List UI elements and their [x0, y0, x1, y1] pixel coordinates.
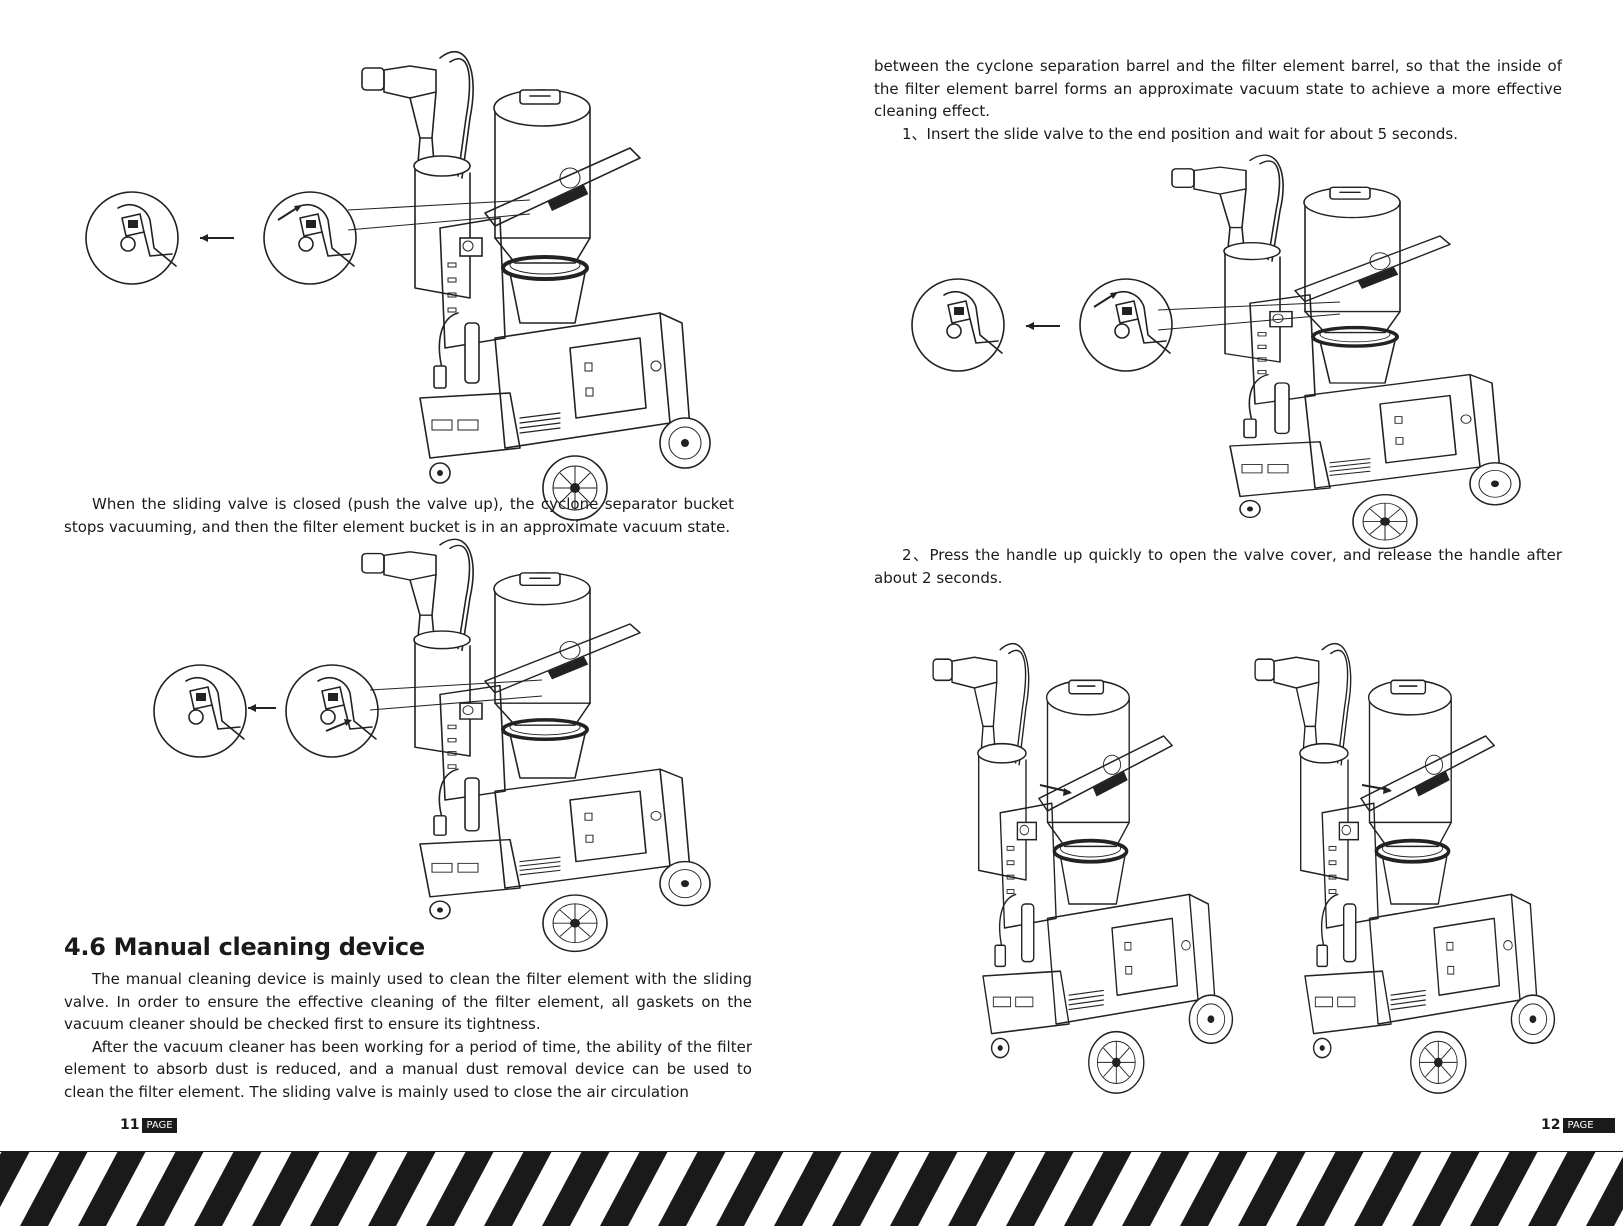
callout-lines [1157, 301, 1341, 331]
page-badge: PAGE [1563, 1117, 1615, 1133]
zoom-detail-circle [911, 278, 1005, 372]
zoom-detail-circle [1079, 278, 1173, 372]
vacuum-machine-illustration [1253, 641, 1557, 1096]
caption-valve-closed: When the sliding valve is closed (push t… [64, 495, 734, 536]
zoom-detail-circle [285, 664, 379, 758]
arrow-left-icon [200, 234, 234, 242]
vacuum-machine-illustration [931, 641, 1235, 1096]
section-heading: 4.6 Manual cleaning device [64, 933, 425, 961]
step-2-text: 2、Press the handle up quickly to open th… [874, 546, 1562, 587]
callout-lines [369, 679, 543, 711]
hazard-stripe-footer [0, 1151, 1623, 1226]
page-badge: PAGE [142, 1117, 177, 1133]
callout-lines [347, 199, 531, 231]
zoom-detail-circle [153, 664, 247, 758]
vacuum-machine-illustration [1170, 153, 1522, 551]
zoom-detail-circle [263, 191, 357, 285]
vacuum-machine-illustration [360, 537, 712, 954]
arrow-left-icon [1026, 322, 1060, 330]
page-number-right: 12 PAGE [1541, 1117, 1615, 1133]
zoom-detail-circle [85, 191, 179, 285]
intro-text-right: between the cyclone separation barrel an… [874, 57, 1562, 143]
vacuum-machine-illustration [360, 49, 712, 522]
page-number-left: 11 PAGE [120, 1117, 177, 1133]
body-text-left: The manual cleaning device is mainly use… [64, 970, 752, 1101]
arrow-left-icon [248, 704, 276, 712]
